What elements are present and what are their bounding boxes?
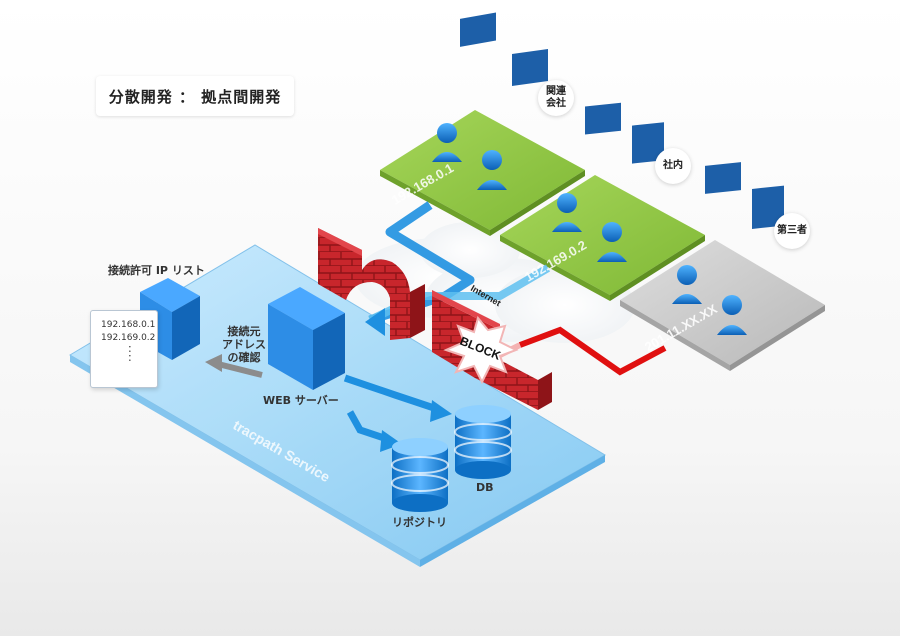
page-title: 分散開発 ： 拠点間開発 bbox=[96, 76, 294, 116]
server-to-storage-arrows bbox=[343, 374, 452, 452]
db-label: DB bbox=[476, 481, 494, 494]
address-check-line1: 接続元 bbox=[227, 325, 261, 338]
site-label-related: 関連 会社 bbox=[538, 80, 574, 116]
web-server bbox=[268, 287, 345, 390]
site-label-related-line2: 会社 bbox=[546, 98, 566, 109]
db-cylinder bbox=[454, 405, 512, 479]
address-check-line3: の確認 bbox=[227, 351, 261, 364]
repository-label: リポジトリ bbox=[392, 516, 447, 529]
users-related-company bbox=[432, 12, 548, 190]
ip-list-entry: 192.169.0.2 bbox=[101, 333, 156, 343]
ip-check-server bbox=[140, 278, 200, 360]
users-internal bbox=[552, 102, 664, 262]
ip-list-ellipsis: ．．．． bbox=[121, 345, 131, 368]
users-third-party bbox=[672, 162, 784, 335]
web-server-label: WEB サーバー bbox=[263, 394, 339, 407]
ip-list-heading: 接続許可 IP リスト bbox=[108, 264, 205, 277]
ip-allow-list: 192.168.0.1 192.169.0.2 ．．．． bbox=[90, 310, 158, 388]
address-check-label: 接続元 アドレス の確認 bbox=[222, 325, 266, 364]
service-platform-edge-left bbox=[70, 355, 420, 567]
site-platform-related bbox=[380, 110, 585, 236]
site-label-internal: 社内 bbox=[655, 148, 691, 184]
ip-list-entry: 192.168.0.1 bbox=[101, 320, 156, 330]
repository-cylinder bbox=[391, 438, 449, 512]
service-platform-edge bbox=[420, 455, 605, 567]
block-burst bbox=[443, 315, 519, 385]
site-label-related-line1: 関連 bbox=[546, 86, 566, 97]
site-label-third-party: 第三者 bbox=[774, 213, 810, 249]
address-check-arrow bbox=[205, 354, 263, 378]
address-check-line2: アドレス bbox=[222, 338, 266, 351]
